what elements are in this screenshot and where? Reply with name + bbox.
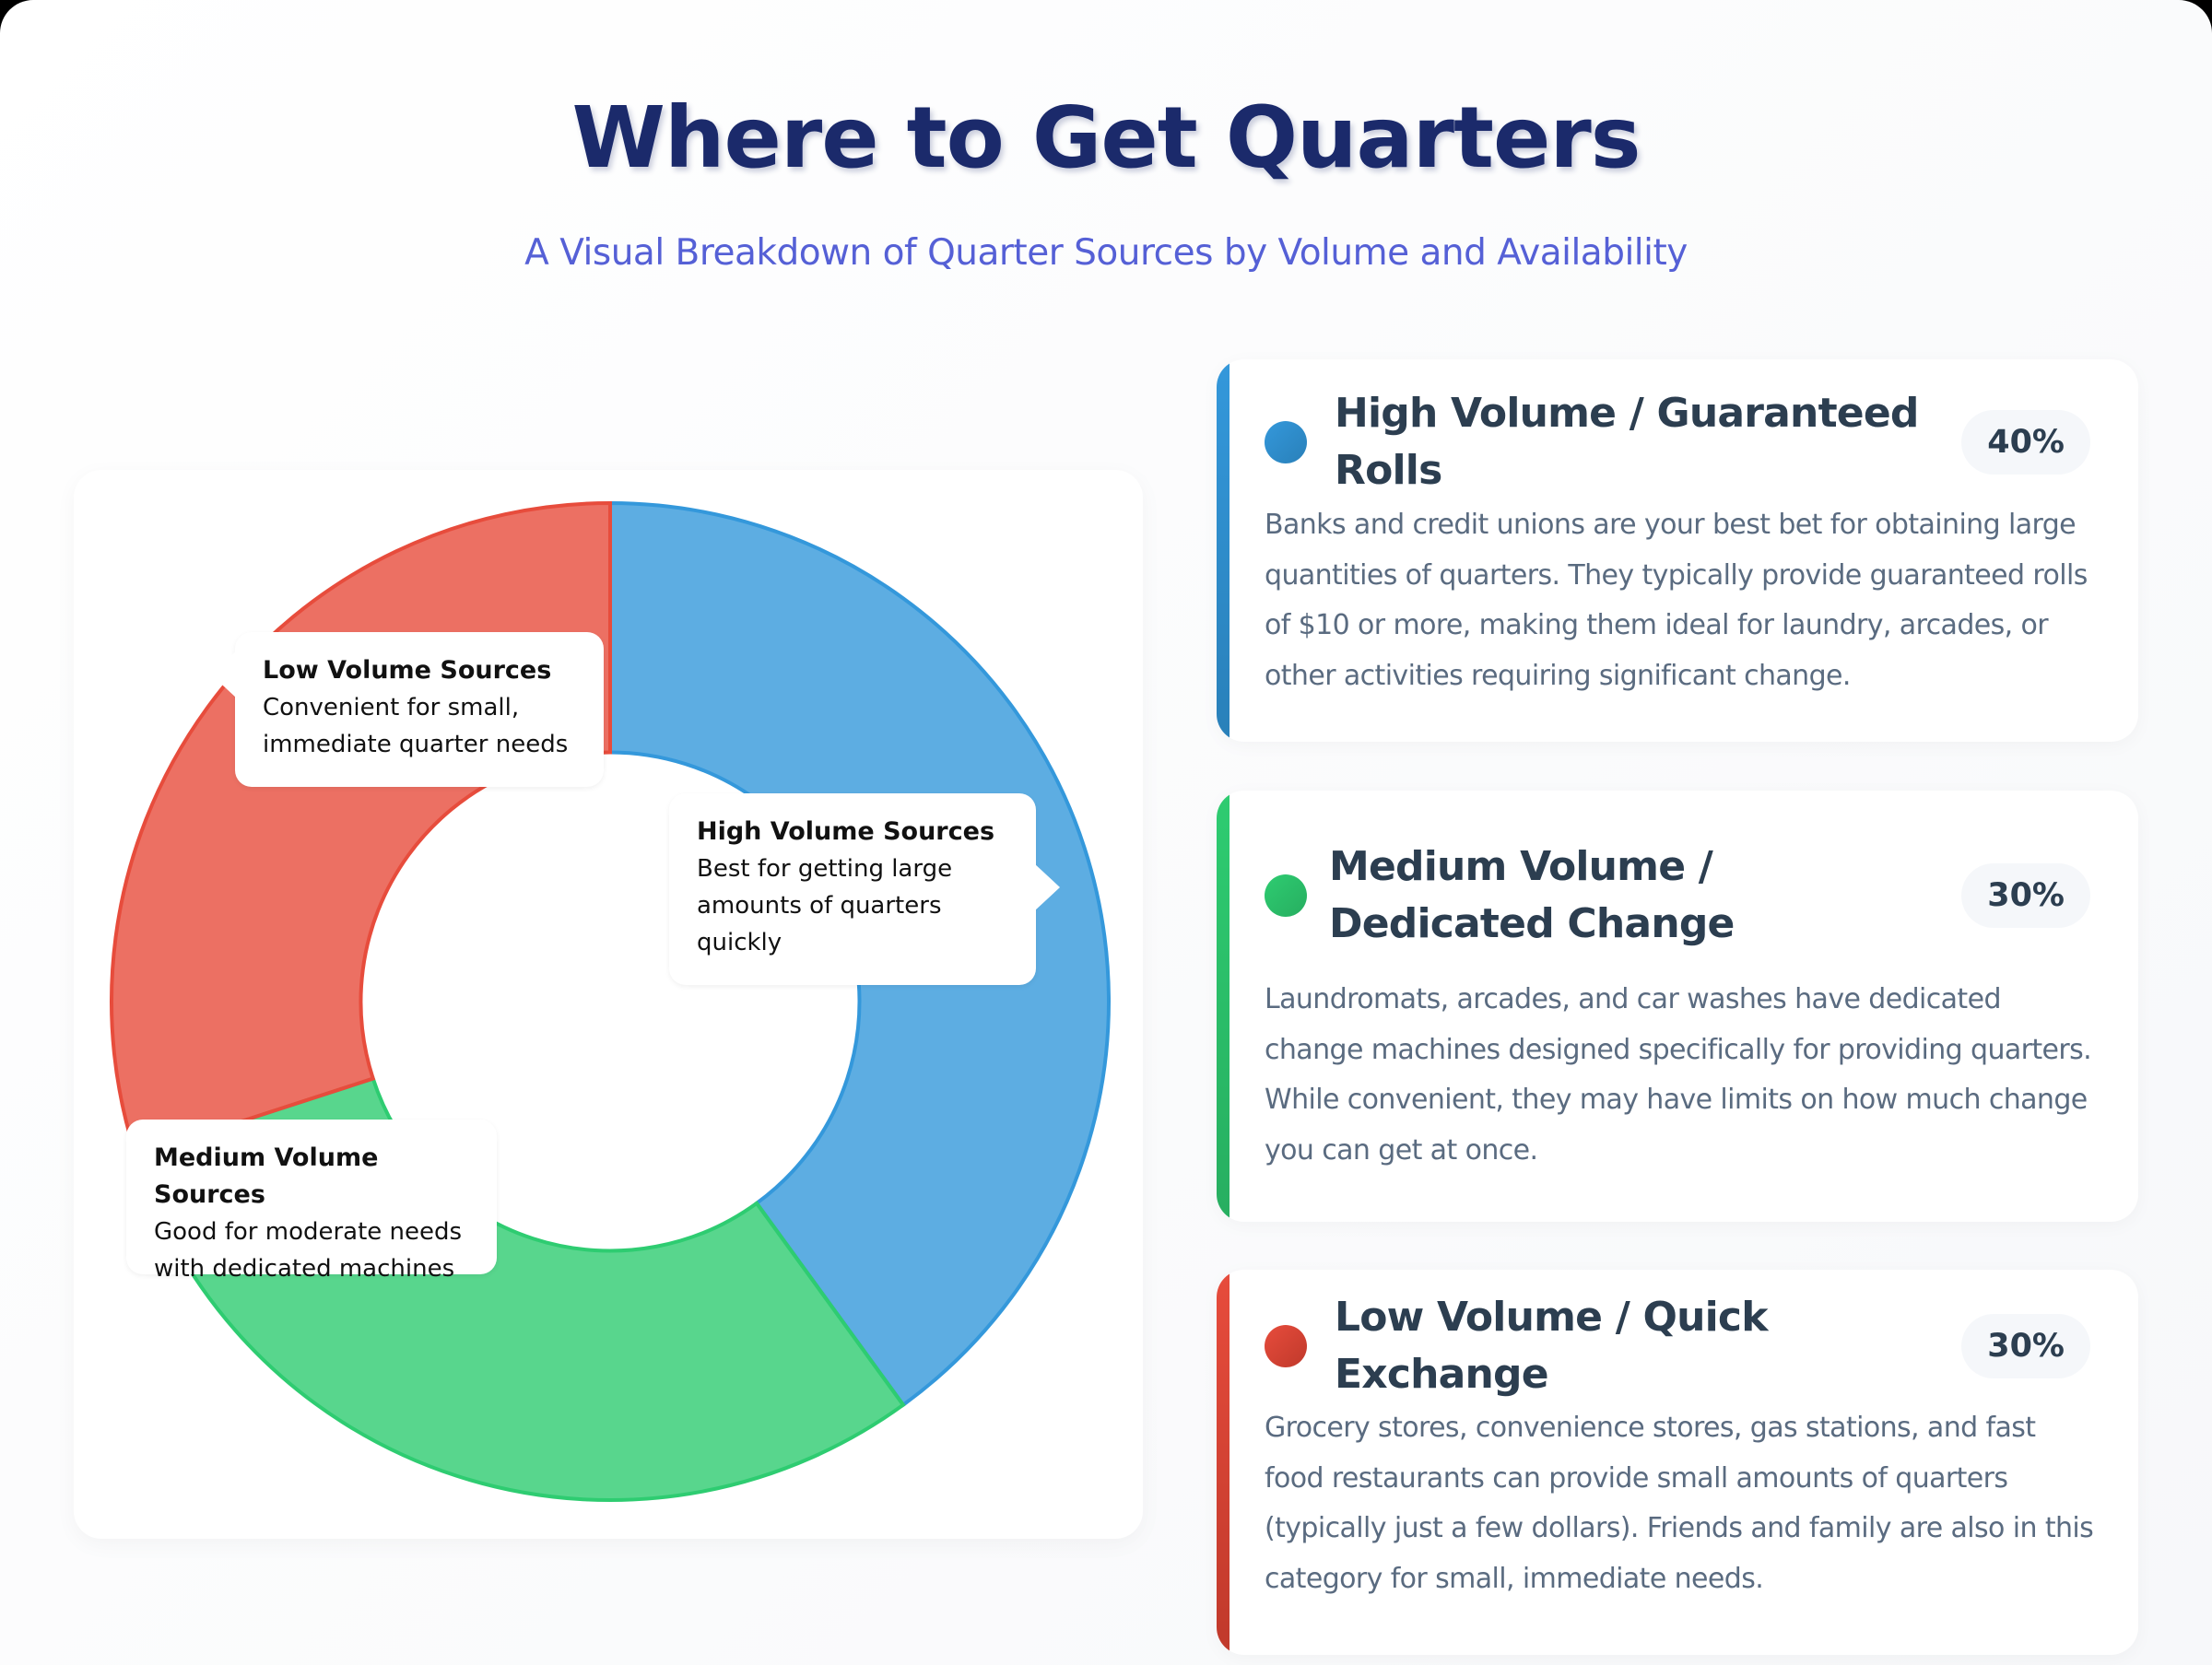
card-medium-volume: Medium Volume / Dedicated Change 30% Lau… <box>1217 791 2138 1222</box>
tooltip-high-volume: High Volume Sources Best for getting lar… <box>669 793 1060 985</box>
card-description: Banks and credit unions are your best be… <box>1265 509 2088 692</box>
tooltip-caret <box>211 651 237 698</box>
green-dot-icon <box>1265 874 1307 917</box>
tooltip-line: Best for getting large <box>697 855 953 883</box>
tooltip-line: amounts of quarters <box>697 892 942 920</box>
tooltip-line: Convenient for small, <box>263 694 520 721</box>
tooltip-low-volume: Low Volume Sources Convenient for small,… <box>211 632 604 787</box>
percent-badge: 30% <box>1961 1314 2090 1378</box>
tooltip-line: Good for moderate needs <box>154 1218 463 1246</box>
blue-dot-icon <box>1265 421 1307 463</box>
donut-chart <box>110 500 1111 1502</box>
tooltip-title: High Volume Sources <box>697 817 995 846</box>
tooltip-title: Low Volume Sources <box>263 656 552 685</box>
tooltip-caret <box>1034 863 1060 911</box>
red-dot-icon <box>1265 1325 1307 1367</box>
tooltip-line: immediate quarter needs <box>263 731 569 758</box>
card-low-volume: Low Volume / Quick Exchange 30% Grocery … <box>1217 1270 2138 1655</box>
page-title: Where to Get Quarters <box>571 88 1641 187</box>
card-title: Medium Volume / Dedicated Change <box>1329 843 1735 947</box>
tooltip-title: Medium Volume Sources <box>154 1143 379 1209</box>
card-description: Grocery stores, convenience stores, gas … <box>1265 1412 2094 1595</box>
card-description: Laundromats, arcades, and car washes hav… <box>1265 983 2092 1167</box>
page-subtitle: A Visual Breakdown of Quarter Sources by… <box>524 232 1688 274</box>
card-title: Low Volume / Quick Exchange <box>1335 1294 1768 1398</box>
tooltip-medium-volume: Medium Volume Sources Good for moderate … <box>126 1120 497 1283</box>
card-header: Low Volume / Quick Exchange 30% <box>1265 1294 2090 1398</box>
card-accent-bar <box>1217 359 1230 742</box>
percent-badge: 40% <box>1961 410 2090 475</box>
chart-card: Low Volume Sources Convenient for small,… <box>74 470 1143 1539</box>
card-accent-bar <box>1217 791 1230 1222</box>
percent-badge: 30% <box>1961 863 2090 928</box>
tooltip-line: quickly <box>697 929 782 956</box>
card-header: Medium Volume / Dedicated Change 30% <box>1265 837 2090 955</box>
slice-low-volume[interactable] <box>110 500 612 1158</box>
card-title: High Volume / Guaranteed Rolls <box>1335 390 1919 494</box>
card-high-volume: High Volume / Guaranteed Rolls 40% Banks… <box>1217 359 2138 742</box>
card-accent-bar <box>1217 1270 1230 1655</box>
card-header: High Volume / Guaranteed Rolls 40% <box>1265 390 2090 494</box>
tooltip-line: with dedicated machines <box>154 1255 455 1283</box>
